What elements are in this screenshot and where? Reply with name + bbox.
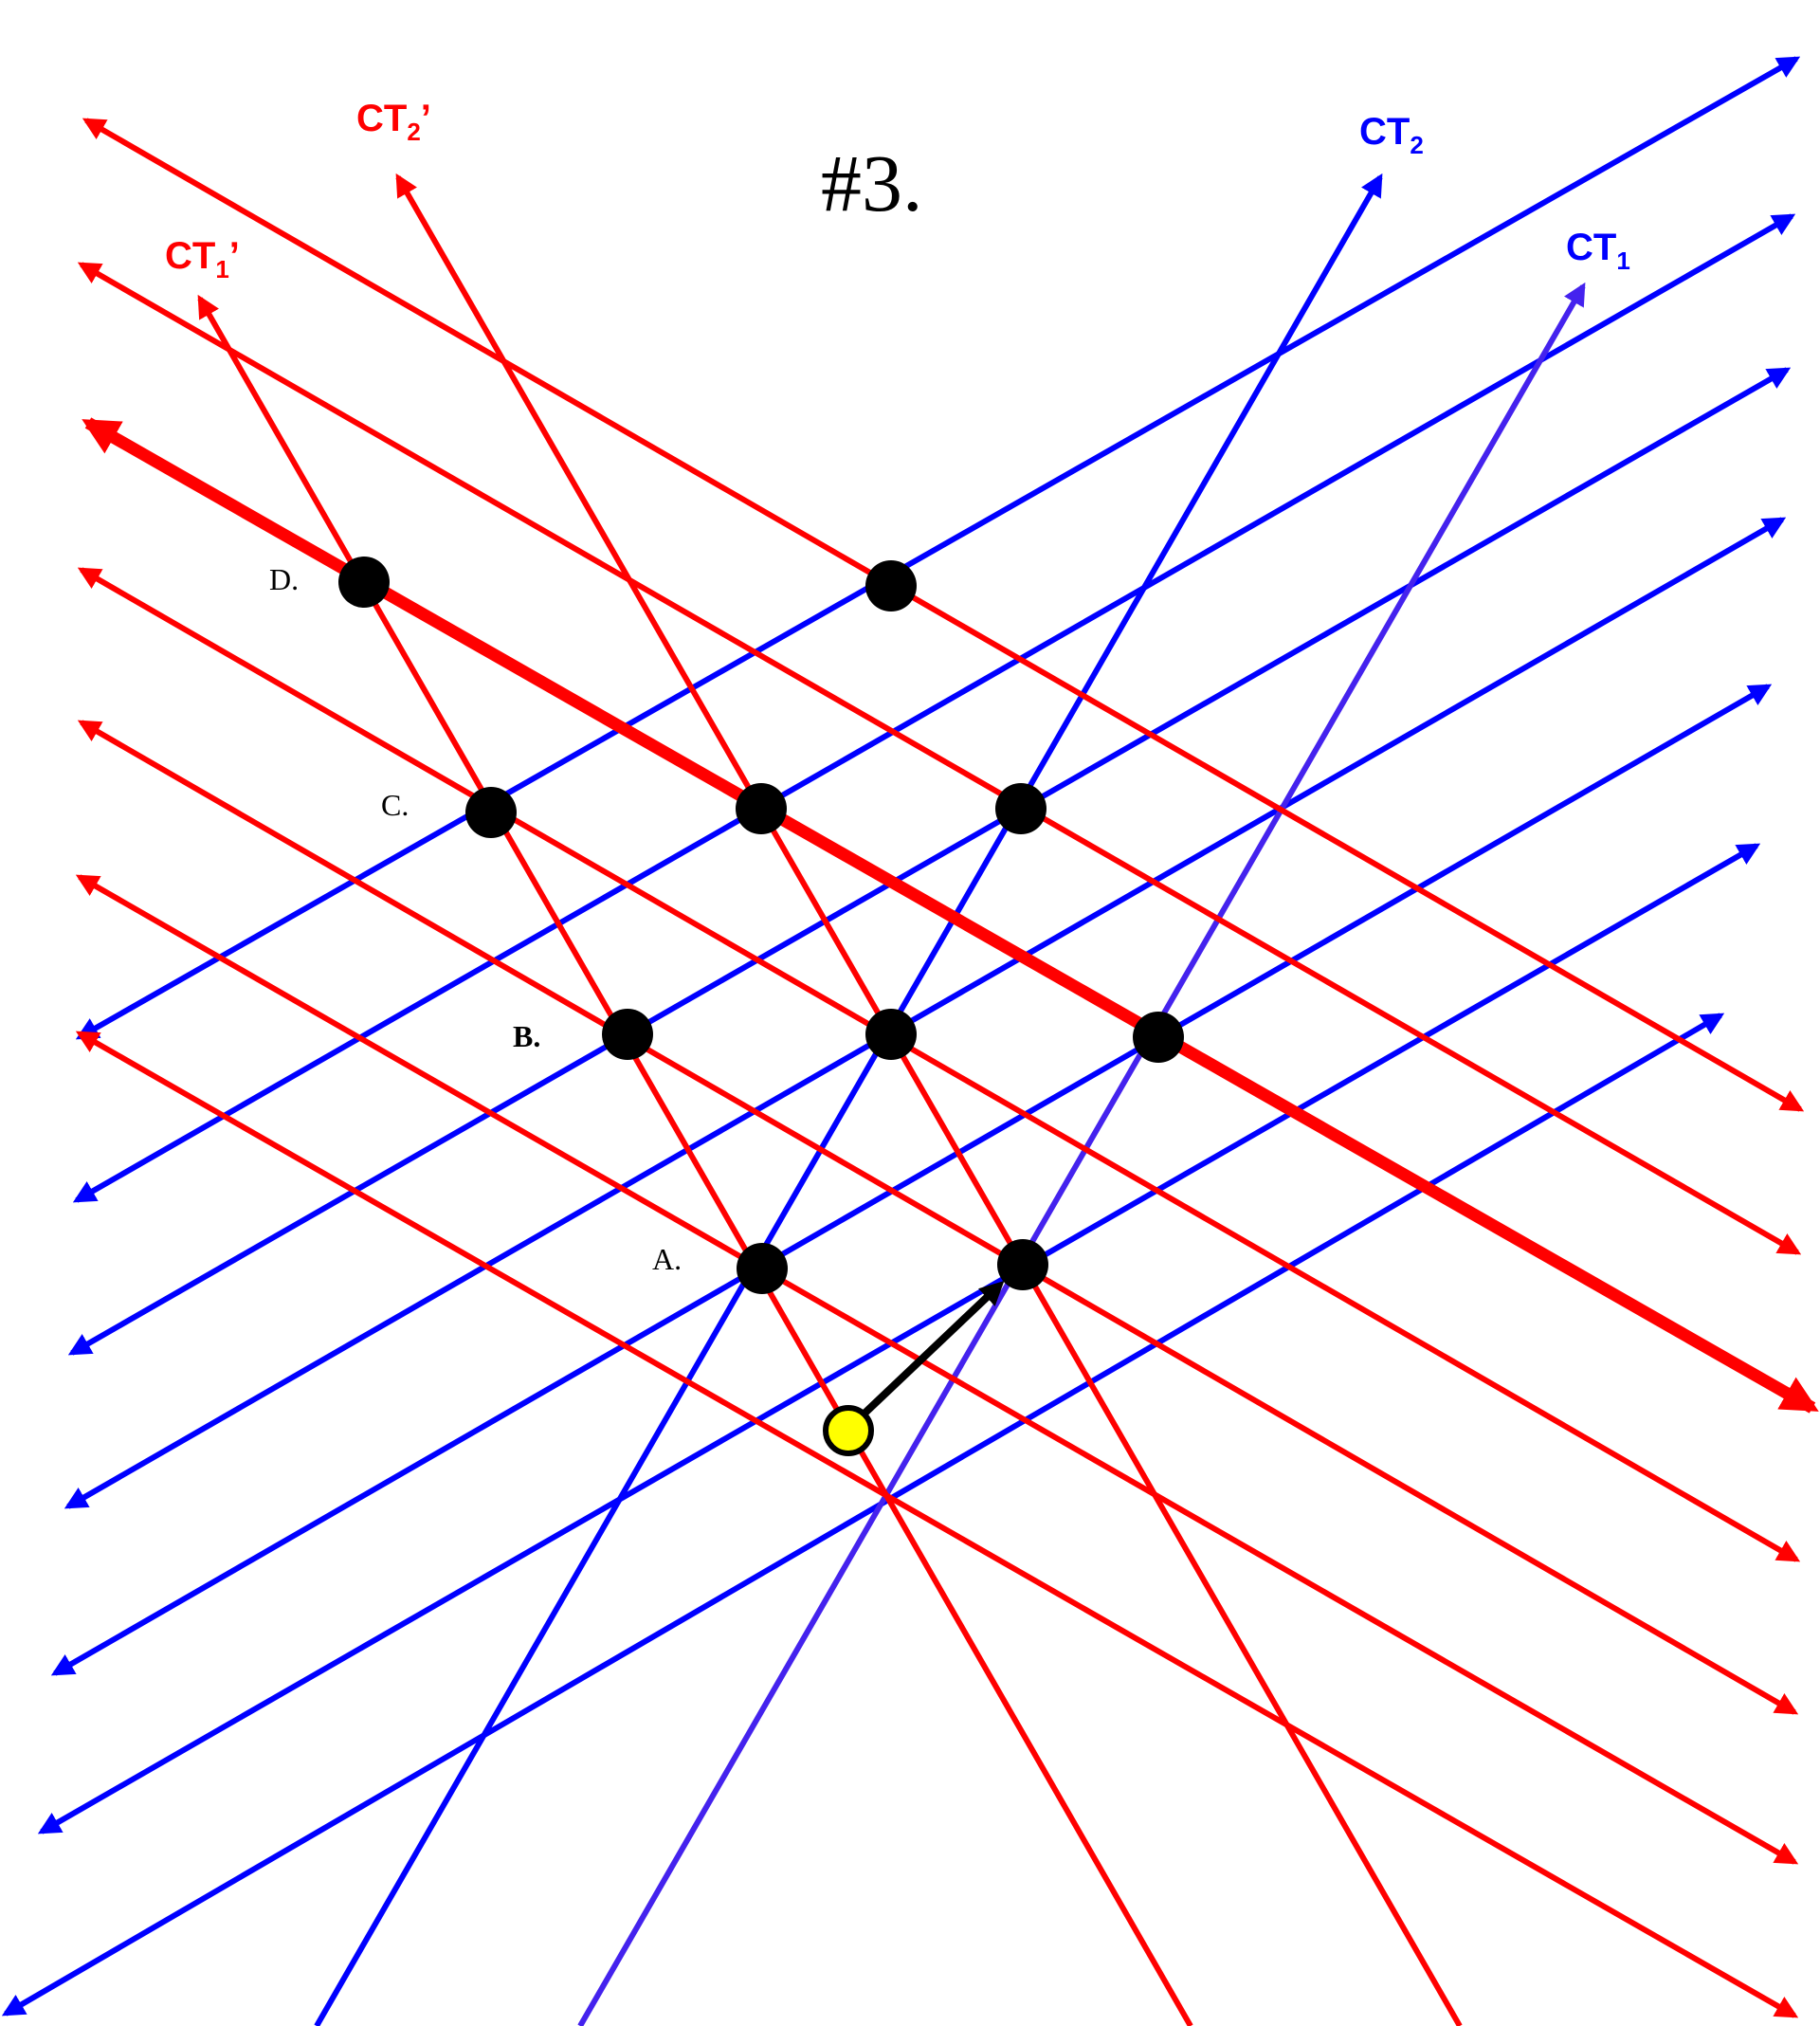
event-dot-c	[465, 787, 517, 838]
red-lines	[75, 118, 1819, 2026]
velocity-arrow	[847, 1280, 1005, 1430]
ct1-prime-worldline	[197, 294, 1193, 2026]
event-dot-a	[737, 1243, 788, 1294]
label-ct1: CT1	[1566, 227, 1630, 275]
event-dot-d	[338, 557, 390, 608]
red-grid-line	[77, 567, 1801, 1562]
label-ct1-prime-sub: 1	[215, 255, 228, 283]
event-dot	[997, 1239, 1048, 1290]
label-ct2-main: CT	[1359, 111, 1410, 153]
label-ct2-prime-main: CT	[356, 98, 407, 139]
label-ct1-main: CT	[1566, 227, 1616, 268]
event-dot	[995, 783, 1046, 834]
event-dot	[865, 1009, 917, 1060]
label-ct2-sub: 2	[1410, 131, 1423, 159]
point-label-b: B.	[513, 1019, 540, 1053]
label-ct1-prime: CT1’	[165, 235, 240, 283]
point-label-d: D.	[269, 562, 299, 596]
red-grid-line	[77, 720, 1799, 1715]
diagram-title: #3.	[821, 137, 923, 228]
point-label-c: C.	[381, 788, 409, 822]
event-dots	[338, 557, 1184, 1456]
observer-dot	[823, 1405, 874, 1456]
label-ct1-sub: 1	[1616, 246, 1629, 275]
label-ct1-prime-main: CT	[165, 235, 215, 277]
blue-grid-line	[1, 1013, 1725, 2017]
event-dot	[1133, 1012, 1184, 1063]
point-label-a: A.	[652, 1242, 682, 1276]
blue-grid-line	[72, 213, 1796, 1203]
blue-grid-line	[67, 367, 1792, 1356]
red-grid-line	[75, 1031, 1799, 2018]
red-grid-line	[75, 874, 1799, 1865]
label-ct2-prime-suffix: ’	[421, 98, 431, 139]
event-dot-b	[602, 1009, 653, 1060]
event-dot	[865, 560, 917, 611]
label-ct2: CT2	[1359, 111, 1424, 159]
red-grid-line	[77, 262, 1802, 1255]
ct1-worldline	[577, 282, 1586, 2026]
ct2-prime-worldline	[395, 173, 1463, 2026]
label-ct1-prime-suffix: ’	[229, 235, 240, 277]
blue-grid-line	[37, 843, 1761, 1834]
event-dot	[736, 783, 787, 834]
label-ct2-prime: CT2’	[356, 98, 431, 146]
blue-grid-line	[50, 684, 1773, 1676]
velocity-arrow-layer	[847, 1280, 1005, 1430]
red-grid-line	[82, 118, 1805, 1112]
blue-grid-line	[75, 56, 1801, 1040]
label-ct2-prime-sub: 2	[407, 118, 420, 146]
